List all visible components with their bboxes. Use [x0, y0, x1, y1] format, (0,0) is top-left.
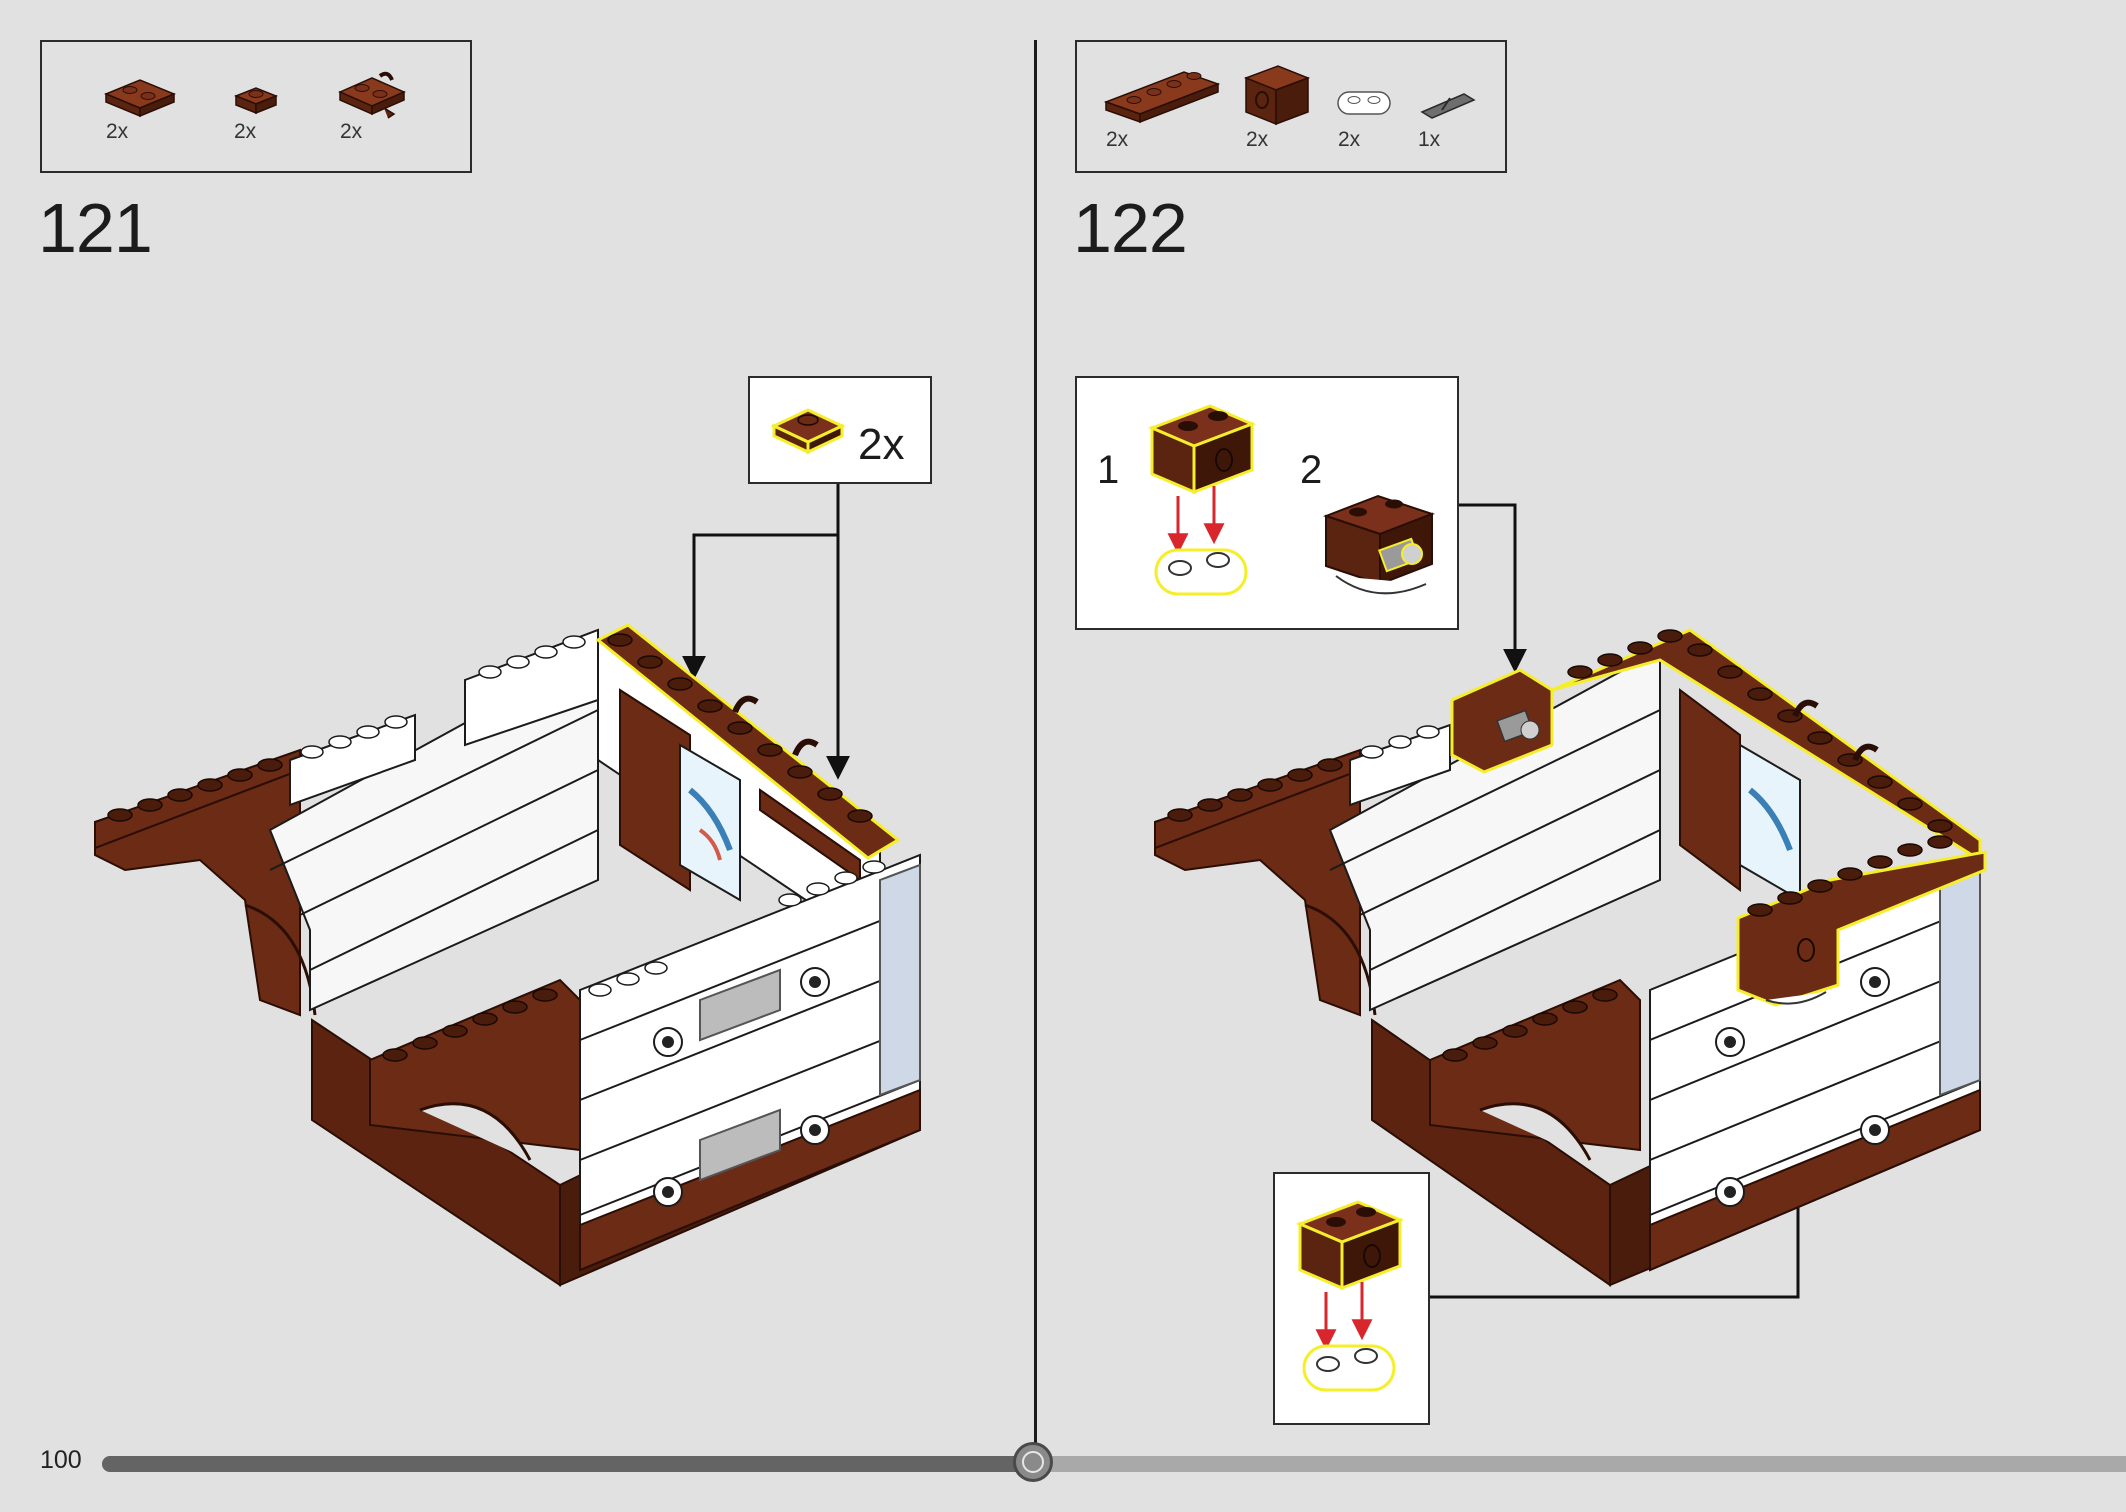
sub-step-number: 1 [1097, 448, 1120, 492]
progress-fill [102, 1456, 1034, 1472]
part-qty: 2x [340, 120, 363, 143]
part-qty: 2x [234, 120, 257, 143]
part-qty: 2x [1338, 128, 1361, 151]
page-number: 100 [40, 1446, 82, 1474]
assembled-technic-brick-with-pin-icon [1323, 494, 1435, 595]
brown-technic-brick-icon [1243, 65, 1311, 126]
part-qty: 2x [106, 120, 129, 143]
model-step-122 [1154, 503, 1987, 1299]
part-qty: 1x [1418, 128, 1441, 151]
brown-plate-1x2-icon [104, 79, 176, 118]
page-divider [1034, 40, 1037, 1448]
part-qty: 2x [1106, 128, 1129, 151]
progress-handle[interactable] [1013, 1442, 1054, 1482]
parts-list-122 [1075, 40, 1507, 173]
brown-plate-1x4-icon [1103, 71, 1221, 124]
technic-brick-on-round-plate-icon [1147, 404, 1257, 596]
technic-brick-on-round-plate-icon [1295, 1200, 1405, 1392]
grey-pin-icon [1420, 93, 1476, 119]
step-number: 122 [1073, 189, 1188, 267]
progress-bar[interactable] [102, 1442, 2126, 1482]
white-round-plate-icon [1337, 91, 1391, 115]
parts-list-121 [40, 40, 472, 173]
brown-plate-1x1-icon [233, 87, 279, 115]
sub-step-number: 2 [1300, 448, 1323, 492]
callout-qty: 2x [858, 420, 905, 469]
brown-plate-highlighted-icon [770, 408, 846, 455]
step-number: 121 [38, 189, 153, 267]
brown-plate-clip-icon [338, 71, 406, 119]
part-qty: 2x [1246, 128, 1269, 151]
model-step-121 [94, 484, 921, 1287]
